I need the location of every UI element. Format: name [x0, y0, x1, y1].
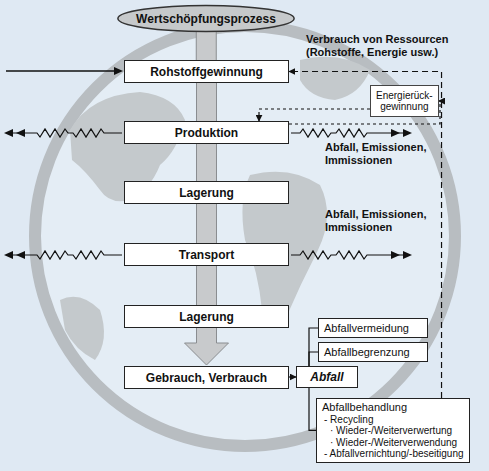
globe-ring: [35, 26, 455, 446]
node-text: Transport: [131, 248, 282, 262]
input-arrow: [6, 70, 116, 71]
arrow-head: [114, 67, 123, 75]
waste-box: Abfall: [296, 366, 358, 388]
process-oval: Wertschöpfungsprozess: [117, 5, 295, 32]
node-text: Lagerung: [131, 186, 282, 200]
node-text: Abfallbehandlung: [322, 401, 464, 414]
process-box: Produktion: [124, 121, 289, 144]
node-text: Produktion: [131, 126, 282, 140]
connector: [309, 352, 318, 366]
process-box: Lagerung: [124, 305, 289, 328]
measure-box: Abfallvermeidung: [318, 318, 428, 338]
connector: [289, 377, 296, 378]
node-text: - Abfallvernichtung/-beseitigung: [322, 448, 464, 460]
connector-line: [289, 376, 296, 377]
process-box: Gebrauch, Verbrauch: [124, 366, 289, 389]
connector-line: [309, 352, 318, 366]
process-box: Transport: [124, 243, 289, 266]
node-text: Lagerung: [131, 310, 282, 324]
node-text: Rohstoffgewinnung: [131, 65, 282, 79]
node-text: · Wieder-/Weiterverwendung: [322, 437, 464, 449]
process-box: Lagerung: [124, 181, 289, 204]
process-box: Rohstoffgewinnung: [124, 60, 289, 83]
connector: [185, 327, 229, 365]
connector: [309, 388, 316, 430]
node-text: Abfall: [303, 370, 351, 384]
connector: [259, 109, 370, 121]
node-text: Energierück- gewinnung: [376, 90, 433, 113]
note-label: Abfall, Emissionen, Immissionen: [325, 208, 437, 234]
measure-box: Abfallbegrenzung: [318, 342, 428, 362]
note-label: Verbrauch von Ressourcen (Rohstoffe, Ene…: [306, 33, 466, 59]
recovery-box: Energierück- gewinnung: [370, 85, 439, 117]
node-text: Gebrauch, Verbrauch: [131, 371, 282, 385]
connector-line: [309, 328, 318, 366]
treatment-box: Abfallbehandlung- Recycling· Wieder-/Wei…: [316, 398, 470, 463]
node-text: - Recycling: [322, 414, 464, 426]
connector-line: [309, 388, 316, 430]
node-text: Abfallvermeidung: [324, 322, 422, 335]
connector-line: [259, 109, 370, 121]
note-label: Abfall, Emissionen, Immissionen: [325, 141, 437, 167]
node-text: Abfallbegrenzung: [324, 346, 422, 359]
node-text: · Wieder-/Weiterverwertung: [322, 425, 464, 437]
continent: [300, 57, 370, 100]
connector: [309, 328, 318, 366]
flow-band: [185, 327, 229, 365]
connector-line: [289, 72, 442, 399]
node-text: Wertschöpfungsprozess: [123, 12, 289, 26]
continent: [60, 297, 104, 360]
connector: [289, 72, 442, 399]
